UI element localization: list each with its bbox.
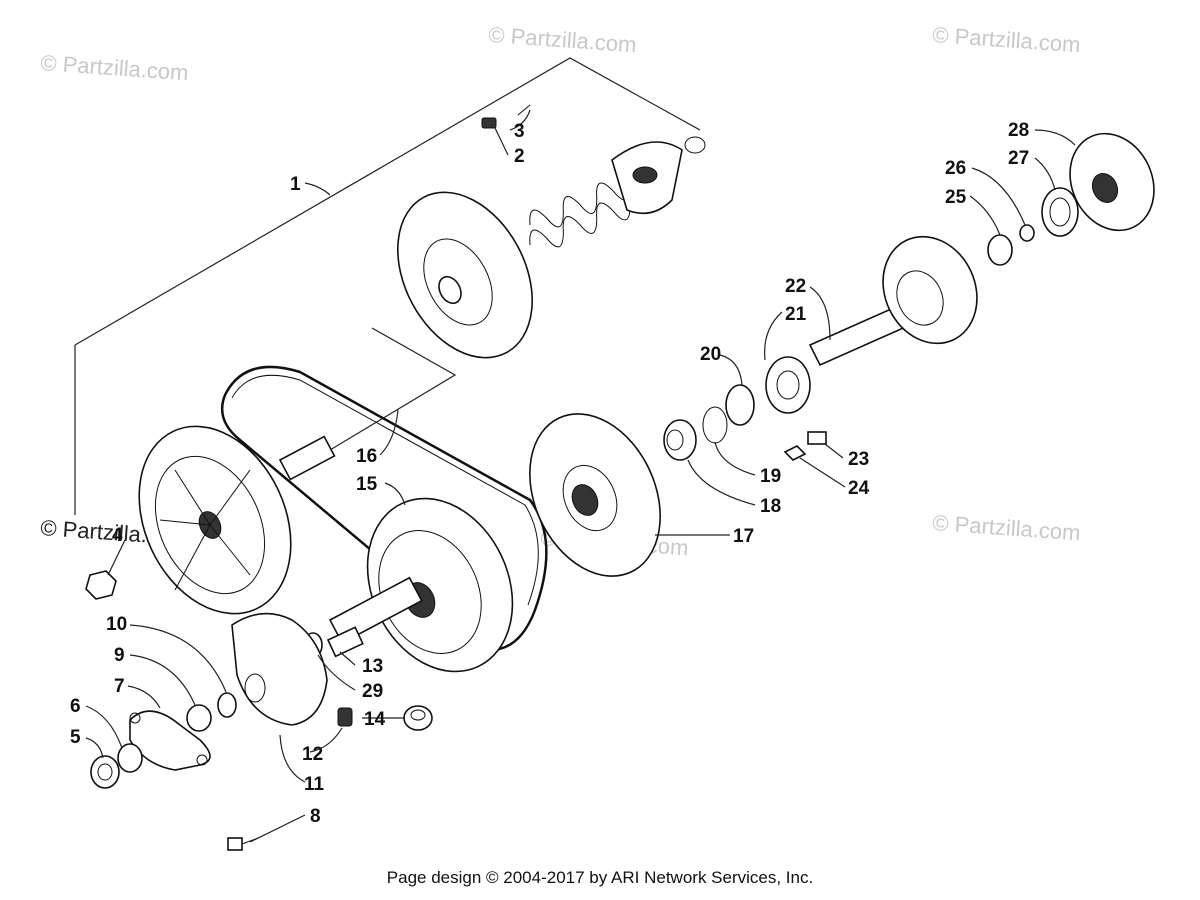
callout-1: 1 xyxy=(290,174,301,195)
callout-27: 27 xyxy=(1008,148,1029,169)
callout-6: 6 xyxy=(70,696,81,717)
cam-assembly xyxy=(231,612,328,726)
washer-26 xyxy=(1019,224,1035,242)
bolt-23 xyxy=(807,431,827,445)
bushing-14 xyxy=(403,705,433,731)
spider-cup xyxy=(611,141,683,215)
drive-sheave-face xyxy=(397,191,533,359)
callout-18: 18 xyxy=(760,496,781,517)
callout-25: 25 xyxy=(945,187,967,208)
leader-lines xyxy=(85,109,1076,843)
assembly-bracket-1 xyxy=(74,57,701,346)
callout-16: 16 xyxy=(356,446,377,467)
copyright-footer: Page design © 2004-2017 by ARI Network S… xyxy=(386,868,814,887)
callout-10: 10 xyxy=(106,614,127,635)
roller-12 xyxy=(337,707,353,727)
watermark: © Partzilla.com xyxy=(40,50,190,85)
callout-29: 29 xyxy=(362,681,383,702)
fixed-drive-sheave xyxy=(138,425,336,615)
bearing-5 xyxy=(90,755,120,789)
callout-26: 26 xyxy=(945,158,966,179)
bushing-18 xyxy=(663,419,697,461)
callout-21: 21 xyxy=(785,304,807,325)
spacer-sleeve xyxy=(326,626,364,658)
ring-25 xyxy=(987,234,1013,266)
seal-20 xyxy=(725,384,755,426)
callout-7: 7 xyxy=(114,676,125,697)
bearing-21 xyxy=(765,356,811,414)
nut-4 xyxy=(85,570,117,600)
callout-24: 24 xyxy=(848,478,870,499)
ring-19 xyxy=(702,406,728,444)
watermark: © Partzilla.com xyxy=(932,510,1082,545)
callout-3: 3 xyxy=(514,121,525,142)
callout-13: 13 xyxy=(362,656,383,677)
callout-19: 19 xyxy=(760,466,781,487)
assembly-bracket-1 xyxy=(299,327,457,469)
driven-clutch xyxy=(328,497,514,673)
clutch-cover-17 xyxy=(529,413,661,577)
callout-11: 11 xyxy=(304,774,325,795)
callout-22: 22 xyxy=(785,276,806,297)
washer-10 xyxy=(217,692,237,718)
callout-2: 2 xyxy=(514,146,525,167)
drive-belt xyxy=(220,365,548,652)
watermark: © Partzilla.com xyxy=(932,22,1082,57)
callout-9: 9 xyxy=(114,645,125,666)
callout-8: 8 xyxy=(310,806,321,827)
clutch-housing xyxy=(882,235,978,345)
clutch-shoe-28 xyxy=(1069,132,1155,232)
callout-20: 20 xyxy=(700,344,721,365)
slider-button xyxy=(481,104,531,129)
retaining-ring xyxy=(684,136,706,154)
callout-17: 17 xyxy=(733,526,754,547)
callout-14: 14 xyxy=(364,709,386,730)
nut-9 xyxy=(186,704,212,732)
watermark: © Partzilla.com xyxy=(488,22,638,57)
seal-6 xyxy=(117,743,143,773)
callout-28: 28 xyxy=(1008,120,1029,141)
callout-5: 5 xyxy=(70,727,81,748)
bearing-27 xyxy=(1041,187,1079,237)
plate-7 xyxy=(129,710,211,771)
washer-24 xyxy=(783,445,807,461)
callout-15: 15 xyxy=(356,474,378,495)
callout-4: 4 xyxy=(112,525,123,546)
callout-12: 12 xyxy=(302,744,323,765)
callout-23: 23 xyxy=(848,449,869,470)
